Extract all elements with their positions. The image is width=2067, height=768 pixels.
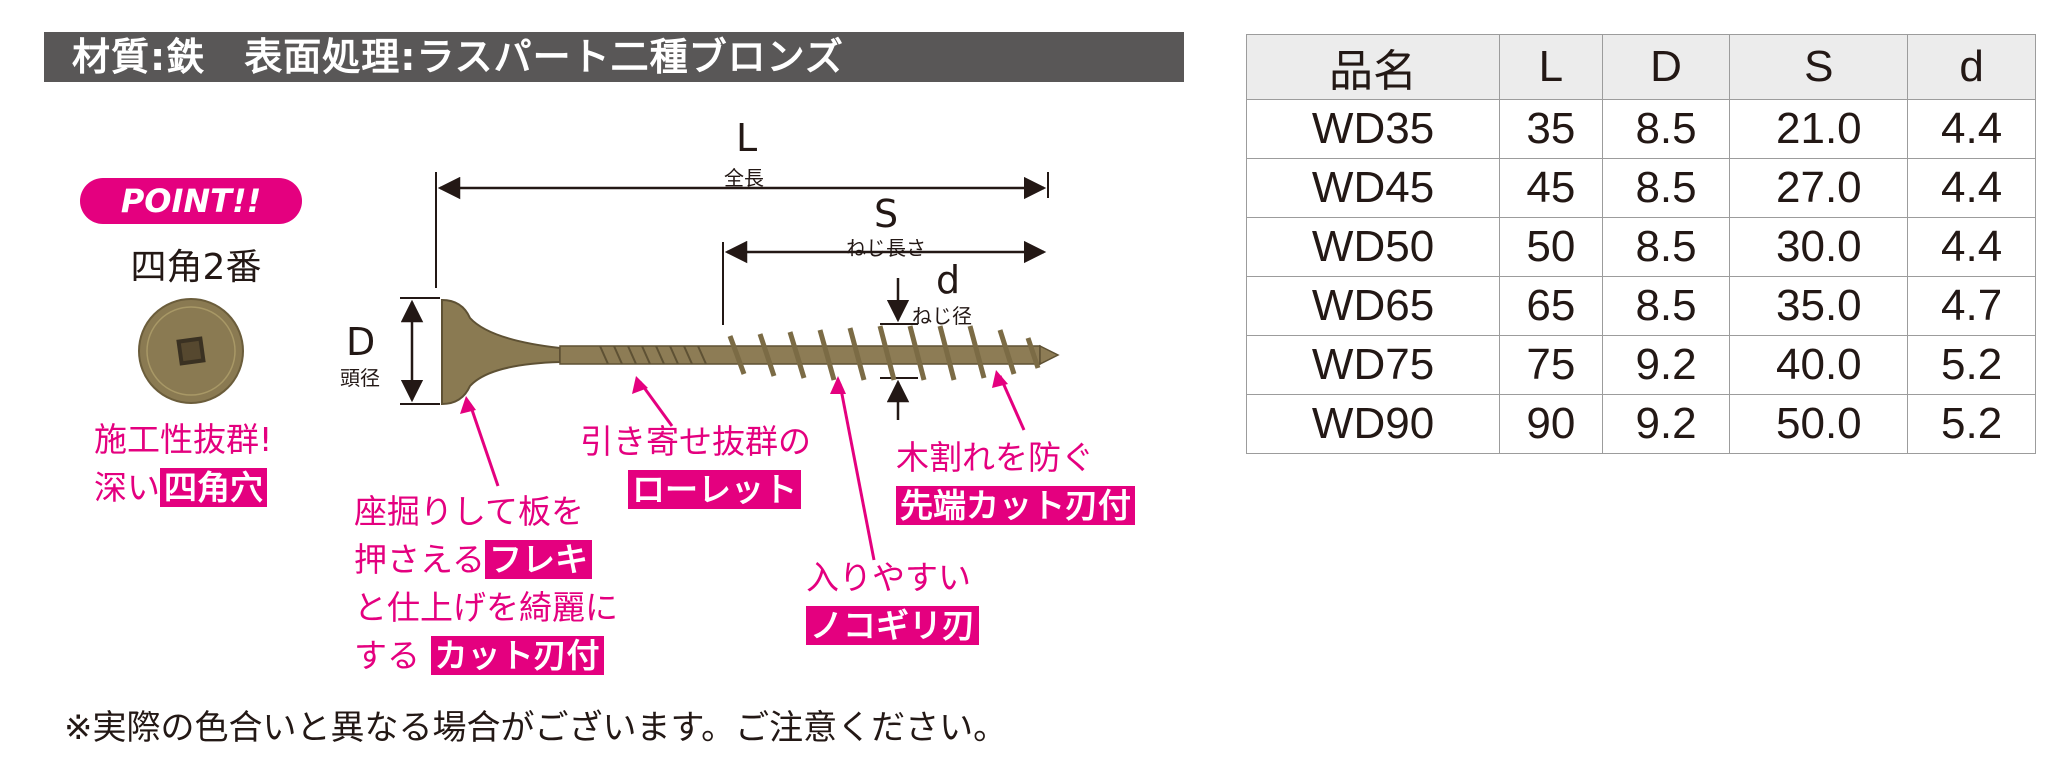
point-badge-marks: !! bbox=[231, 182, 262, 220]
callout-drive-highlight: 四角穴 bbox=[160, 468, 267, 507]
cell-s: 40.0 bbox=[1729, 335, 1909, 395]
cell-s: 35.0 bbox=[1729, 276, 1909, 336]
dim-l-caption: 全長 bbox=[724, 166, 764, 190]
callout-flake-line2-prefix: 押さえる bbox=[354, 540, 486, 579]
callout-saw-highlight: ノコギリ刃 bbox=[806, 606, 979, 645]
pointer-knurl-head bbox=[632, 376, 648, 394]
callout-saw-line1: 入りやすい bbox=[806, 558, 971, 597]
point-badge: POINT!! bbox=[80, 178, 302, 224]
callout-flake-line2-highlight: フレキ bbox=[485, 540, 593, 579]
callout-drive-line1: 施工性抜群! bbox=[94, 420, 273, 459]
cell-product: WD65 bbox=[1245, 276, 1501, 336]
screw-side-view bbox=[441, 298, 1060, 406]
pointer-flake bbox=[468, 403, 500, 487]
cell-d-thread: 5.2 bbox=[1907, 394, 2036, 454]
cell-d-thread: 4.4 bbox=[1907, 158, 2036, 218]
callout-tip-line1: 木割れを防ぐ bbox=[896, 438, 1094, 477]
callout-knurl-highlight: ローレット bbox=[628, 470, 801, 509]
table-row: WD45 45 8.5 27.0 4.4 bbox=[1245, 158, 2036, 218]
header-title: 材質:鉄 表面処理:ラスパート二種ブロンズ bbox=[72, 35, 844, 79]
screw-diagram bbox=[400, 172, 1060, 561]
cell-l: 75 bbox=[1499, 335, 1603, 395]
callout-tip-highlight: 先端カット刃付 bbox=[896, 486, 1135, 525]
callout-flake-line1: 座掘りして板を bbox=[354, 492, 585, 531]
spec-table: 品名 L D S d WD35 35 8.5 21.0 4.4 WD45 45 … bbox=[1245, 34, 2036, 454]
cell-l: 50 bbox=[1499, 217, 1603, 277]
dim-head-letter: D bbox=[346, 320, 376, 364]
header-d-head: D bbox=[1601, 34, 1731, 100]
dim-d-caption: ねじ径 bbox=[912, 304, 972, 328]
cell-l: 65 bbox=[1499, 276, 1603, 336]
header-bar bbox=[44, 32, 1184, 82]
point-badge-label: POINT bbox=[120, 182, 232, 220]
cell-product: WD45 bbox=[1245, 158, 1501, 218]
pointer-tip-head bbox=[992, 370, 1008, 388]
cell-d-thread: 4.7 bbox=[1907, 276, 2036, 336]
pointer-knurl bbox=[638, 381, 674, 427]
header-l: L bbox=[1499, 34, 1603, 100]
cell-d-head: 8.5 bbox=[1601, 158, 1731, 218]
table-row: WD90 90 9.2 50.0 5.2 bbox=[1245, 394, 2036, 454]
cell-d-head: 8.5 bbox=[1601, 276, 1731, 336]
table-row: WD65 65 8.5 35.0 4.7 bbox=[1245, 276, 2036, 336]
cell-product: WD75 bbox=[1245, 335, 1501, 395]
pointer-saw bbox=[838, 383, 876, 561]
cell-d-head: 9.2 bbox=[1601, 335, 1731, 395]
callout-saw: 入りやすい ノコギリ刃 bbox=[806, 554, 979, 650]
drive-type-label: 四角2番 bbox=[130, 247, 262, 288]
dim-l-letter: L bbox=[736, 116, 758, 160]
header-product-name: 品名 bbox=[1245, 34, 1501, 100]
header-d-thread: d bbox=[1907, 34, 2036, 100]
callout-knurl-line1: 引き寄せ抜群の bbox=[580, 422, 811, 461]
footnote: ※実際の色合いと異なる場合がございます。ご注意ください。 bbox=[64, 708, 1008, 748]
dim-d-letter: d bbox=[936, 258, 961, 302]
dim-s-letter: S bbox=[874, 192, 899, 236]
cell-d-head: 9.2 bbox=[1601, 394, 1731, 454]
callout-flake: 座掘りして板を 押さえるフレキ と仕上げを綺麗に する カット刃付 bbox=[354, 488, 618, 680]
table-header-row: 品名 L D S d bbox=[1245, 34, 2036, 100]
callout-knurl: 引き寄せ抜群の ローレット bbox=[580, 418, 811, 514]
cell-l: 90 bbox=[1499, 394, 1603, 454]
cell-s: 50.0 bbox=[1729, 394, 1909, 454]
cell-product: WD35 bbox=[1245, 99, 1501, 159]
pointer-saw-head bbox=[830, 376, 846, 394]
dim-head-caption: 頭径 bbox=[340, 366, 380, 390]
callout-flake-line3: と仕上げを綺麗に bbox=[354, 588, 618, 627]
table-row: WD75 75 9.2 40.0 5.2 bbox=[1245, 335, 2036, 395]
screw-head-icon bbox=[138, 298, 244, 404]
cell-d-thread: 4.4 bbox=[1907, 217, 2036, 277]
cell-s: 21.0 bbox=[1729, 99, 1909, 159]
cell-d-thread: 5.2 bbox=[1907, 335, 2036, 395]
callout-drive: 施工性抜群! 深い四角穴 bbox=[94, 416, 272, 512]
pointer-flake-head bbox=[460, 396, 476, 414]
header-s: S bbox=[1729, 34, 1909, 100]
cell-d-head: 8.5 bbox=[1601, 99, 1731, 159]
cell-d-thread: 4.4 bbox=[1907, 99, 2036, 159]
table-row: WD35 35 8.5 21.0 4.4 bbox=[1245, 99, 2036, 159]
cell-s: 27.0 bbox=[1729, 158, 1909, 218]
callout-tip: 木割れを防ぐ 先端カット刃付 bbox=[896, 434, 1135, 530]
cell-product: WD90 bbox=[1245, 394, 1501, 454]
cell-l: 35 bbox=[1499, 99, 1603, 159]
cell-s: 30.0 bbox=[1729, 217, 1909, 277]
cell-product: WD50 bbox=[1245, 217, 1501, 277]
callout-flake-line4-highlight: カット刃付 bbox=[430, 636, 604, 675]
cell-d-head: 8.5 bbox=[1601, 217, 1731, 277]
callout-drive-prefix: 深い bbox=[94, 468, 160, 507]
callout-flake-line4-prefix: する bbox=[354, 636, 420, 675]
cell-l: 45 bbox=[1499, 158, 1603, 218]
table-row: WD50 50 8.5 30.0 4.4 bbox=[1245, 217, 2036, 277]
dim-s-caption: ねじ長さ bbox=[846, 236, 926, 260]
